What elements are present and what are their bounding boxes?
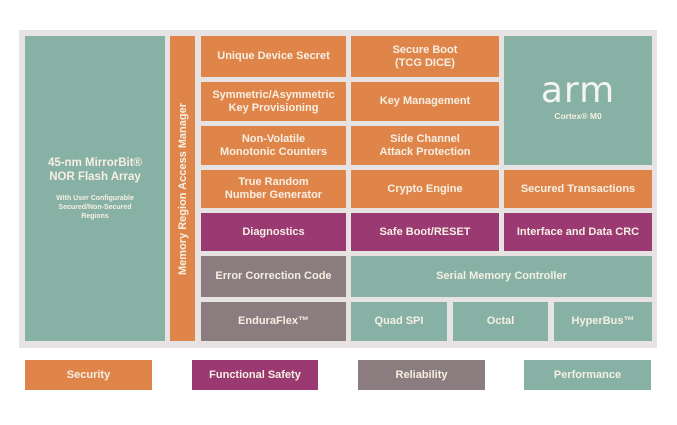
flash-array-subtitle: With User Configurable Secured/Non-Secur… bbox=[56, 194, 134, 221]
flash-sub-line2: Secured/Non-Secured bbox=[58, 204, 132, 211]
secured-transactions-label: Secured Transactions bbox=[520, 182, 636, 195]
hyperbus-label: HyperBus™ bbox=[571, 315, 635, 327]
interface-crc-block: Interface and Data CRC bbox=[504, 213, 652, 251]
flash-sub-line1: With User Configurable bbox=[56, 195, 134, 202]
secure-boot-line1: Secure Boot bbox=[392, 43, 458, 56]
flash-array-block: 45-nm MirrorBit® NOR Flash Array With Us… bbox=[25, 36, 165, 341]
hyperbus-block: HyperBus™ bbox=[554, 302, 652, 341]
legend-reliability: Reliability bbox=[358, 360, 485, 390]
trng-block: True Random Number Generator bbox=[201, 170, 346, 208]
key-provisioning-block: Symmetric/Asymmetric Key Provisioning bbox=[201, 82, 346, 121]
side-channel-line1: Side Channel bbox=[390, 132, 460, 145]
legend-security-label: Security bbox=[66, 368, 111, 381]
quad-spi-label: Quad SPI bbox=[374, 315, 424, 327]
trng-line2: Number Generator bbox=[224, 189, 323, 201]
legend-functional-safety-label: Functional Safety bbox=[209, 368, 301, 381]
arm-logo: arm bbox=[540, 70, 616, 111]
memory-region-access-manager: Memory Region Access Manager bbox=[170, 36, 195, 341]
enduraflex-block: EnduraFlex™ bbox=[201, 302, 346, 341]
flash-array-title: 45-nm MirrorBit® NOR Flash Array bbox=[48, 156, 142, 184]
diagnostics-label: Diagnostics bbox=[242, 225, 305, 238]
legend-performance: Performance bbox=[524, 360, 651, 390]
secured-transactions-block: Secured Transactions bbox=[504, 170, 652, 208]
legend-reliability-label: Reliability bbox=[395, 368, 448, 381]
ecc-block: Error Correction Code bbox=[201, 256, 346, 297]
serial-memory-controller-label: Serial Memory Controller bbox=[436, 270, 567, 282]
octal-block: Octal bbox=[453, 302, 548, 341]
side-channel-block: Side Channel Attack Protection bbox=[351, 126, 499, 165]
side-channel-line2: Attack Protection bbox=[379, 145, 471, 158]
flash-sub-line3: Regions bbox=[81, 213, 109, 220]
octal-label: Octal bbox=[486, 315, 515, 327]
secure-boot-line2: (TCG DICE) bbox=[395, 56, 455, 69]
enduraflex-label: EnduraFlex™ bbox=[238, 315, 309, 327]
arm-core-label: Cortex® M0 bbox=[554, 111, 602, 121]
safe-boot-label: Safe Boot/RESET bbox=[379, 225, 471, 238]
key-provisioning-line1: Symmetric/Asymmetric bbox=[212, 88, 335, 101]
key-management-label: Key Management bbox=[379, 95, 471, 107]
monotonic-counters-block: Non-Volatile Monotonic Counters bbox=[201, 126, 346, 165]
safe-boot-block: Safe Boot/RESET bbox=[351, 213, 499, 251]
arm-cortex-block: arm Cortex® M0 bbox=[504, 36, 652, 165]
ecc-label: Error Correction Code bbox=[215, 270, 332, 282]
trng-line1: True Random bbox=[238, 176, 309, 188]
memory-manager-label: Memory Region Access Manager bbox=[176, 102, 189, 275]
crypto-engine-block: Crypto Engine bbox=[351, 170, 499, 208]
legend-functional-safety: Functional Safety bbox=[192, 360, 318, 390]
interface-crc-label: Interface and Data CRC bbox=[516, 225, 640, 238]
flash-title-line1: 45-nm MirrorBit® bbox=[47, 157, 143, 169]
key-provisioning-line2: Key Provisioning bbox=[228, 101, 319, 114]
counters-line2: Monotonic Counters bbox=[220, 145, 327, 158]
diagnostics-block: Diagnostics bbox=[201, 213, 346, 251]
serial-memory-controller-block: Serial Memory Controller bbox=[351, 256, 652, 297]
quad-spi-block: Quad SPI bbox=[351, 302, 447, 341]
key-management-block: Key Management bbox=[351, 82, 499, 121]
legend-performance-label: Performance bbox=[553, 368, 622, 381]
legend-security: Security bbox=[25, 360, 152, 390]
unique-device-secret-label: Unique Device Secret bbox=[217, 50, 330, 62]
crypto-engine-label: Crypto Engine bbox=[387, 182, 463, 195]
counters-line1: Non-Volatile bbox=[241, 132, 306, 145]
secure-boot-block: Secure Boot (TCG DICE) bbox=[351, 36, 499, 77]
flash-title-line2: NOR Flash Array bbox=[49, 171, 141, 183]
unique-device-secret-block: Unique Device Secret bbox=[201, 36, 346, 77]
